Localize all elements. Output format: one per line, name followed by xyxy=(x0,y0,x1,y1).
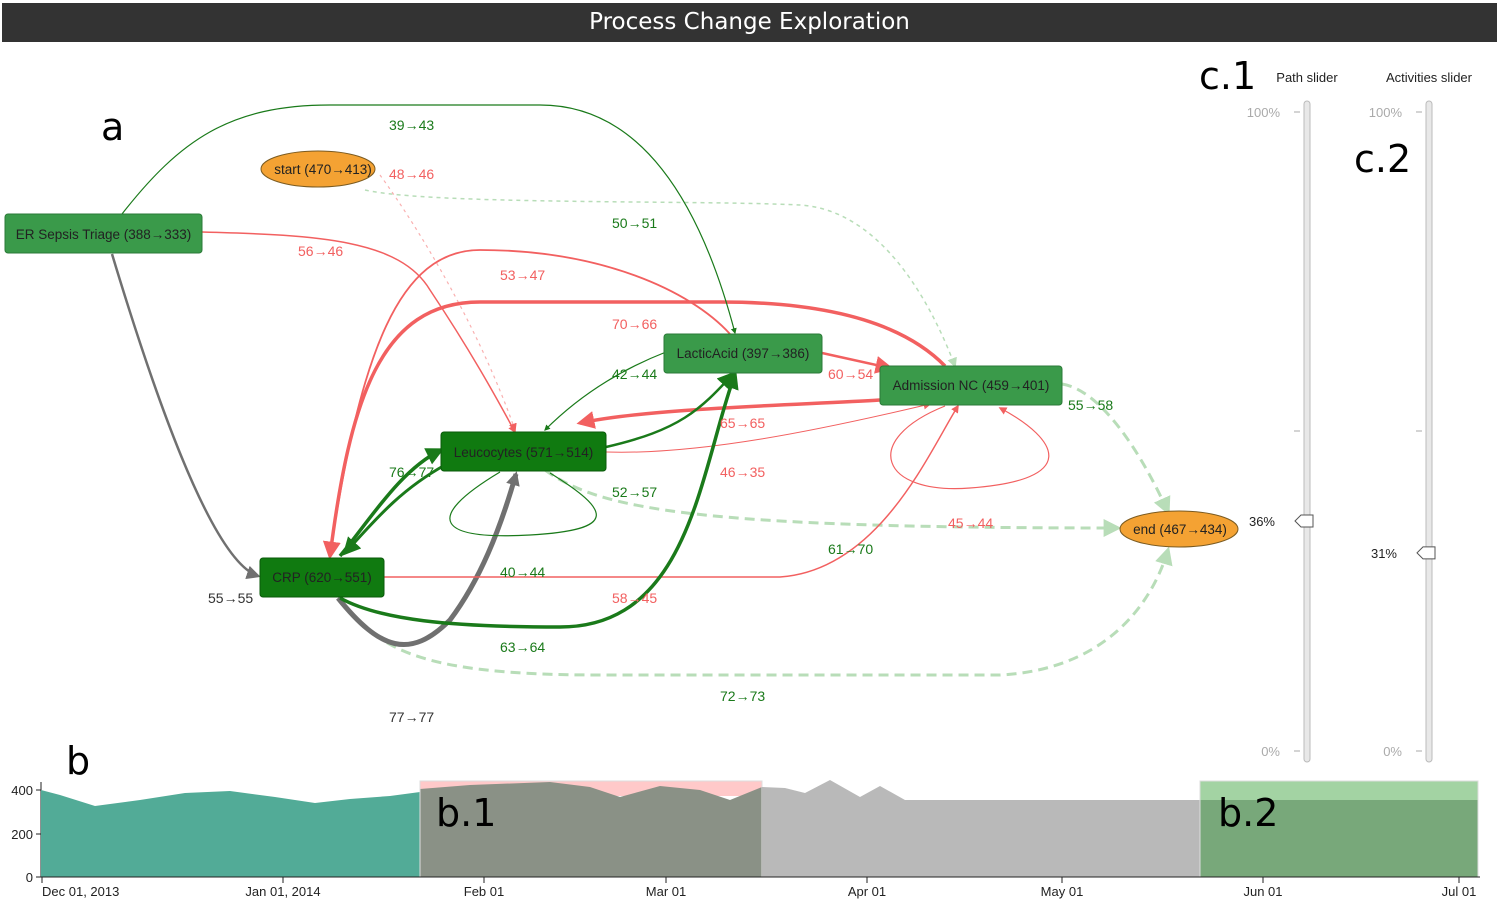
activities-slider-value: 31% xyxy=(1371,546,1397,561)
node-label: ER Sepsis Triage (388→333) xyxy=(16,227,192,242)
edge-labels: 39→43 48→46 50→51 56→46 53→47 70→66 42→4… xyxy=(208,117,1113,725)
timeline-x-tick: Jul 01 xyxy=(1442,884,1477,899)
path-slider[interactable]: Path slider 100% 0% 36% xyxy=(1247,70,1339,763)
activities-slider-max: 100% xyxy=(1369,105,1403,120)
edge-label: 76→77 xyxy=(389,464,434,480)
edge-admission-end[interactable] xyxy=(1061,382,1171,516)
edge-start-admission[interactable] xyxy=(364,189,957,368)
node-admission-nc[interactable]: Admission NC (459→401) xyxy=(879,365,1063,406)
edge-admission-self[interactable] xyxy=(890,405,1050,490)
timeline-x-tick: Dec 01, 2013 xyxy=(42,884,119,899)
edge-label: 50→51 xyxy=(612,215,657,231)
node-label: LacticAcid (397→386) xyxy=(677,346,810,361)
edge-leucocytes-self[interactable] xyxy=(449,471,597,537)
panel-label-b: b xyxy=(66,739,90,783)
edge-label: 63→64 xyxy=(500,639,545,655)
edge-label: 53→47 xyxy=(500,267,545,283)
activities-slider-track[interactable] xyxy=(1425,100,1433,763)
panel-label-c2: c.2 xyxy=(1354,137,1411,181)
edge-label: 61→70 xyxy=(828,541,873,557)
edge-leucocytes-crp[interactable] xyxy=(342,463,446,556)
app-title: Process Change Exploration xyxy=(2,3,1497,42)
node-start[interactable]: start (470→413) xyxy=(260,150,376,188)
activities-slider[interactable]: Activities slider 100% 0% 31% xyxy=(1369,70,1473,763)
node-label: CRP (620→551) xyxy=(272,570,372,585)
timeline-y-tick: 400 xyxy=(11,783,33,798)
timeline-area-teal xyxy=(41,790,420,877)
edge-label: 40→44 xyxy=(500,564,545,580)
node-leucocytes[interactable]: Leucocytes (571→514) xyxy=(440,431,607,472)
node-er-sepsis-triage[interactable]: ER Sepsis Triage (388→333) xyxy=(4,213,203,254)
node-label: end (467→434) xyxy=(1133,522,1227,537)
timeline-area-b1[interactable] xyxy=(420,782,762,877)
timeline-area-b2[interactable] xyxy=(1200,800,1478,877)
timeline-y-tick: 200 xyxy=(11,827,33,842)
edge-crp-end[interactable] xyxy=(338,546,1173,677)
timeline-x-tick: Feb 01 xyxy=(464,884,504,899)
timeline-x-tick: May 01 xyxy=(1041,884,1084,899)
timeline-x-ticks: Dec 01, 2013 Jan 01, 2014 Feb 01 Mar 01 Apr … xyxy=(41,877,1477,899)
edge-crp-leucocytes[interactable] xyxy=(336,471,520,647)
path-slider-max: 100% xyxy=(1247,105,1281,120)
edge-start-leucocytes[interactable] xyxy=(379,174,517,432)
edge-er-lactic[interactable] xyxy=(121,104,737,335)
timeline-x-tick: Mar 01 xyxy=(646,884,686,899)
path-slider-value: 36% xyxy=(1249,514,1275,529)
timeline-x-tick: Apr 01 xyxy=(848,884,886,899)
edge-label: 55→55 xyxy=(208,590,253,606)
edge-label: 55→58 xyxy=(1068,397,1113,413)
edge-lactic-leucocytes[interactable] xyxy=(544,351,667,431)
edge-crp-lactic[interactable] xyxy=(339,370,739,629)
path-slider-title: Path slider xyxy=(1276,70,1338,85)
edge-label: 60→54 xyxy=(828,366,873,382)
edge-leucocytes-end[interactable] xyxy=(544,468,1122,537)
edge-label: 56→46 xyxy=(298,243,343,259)
edge-label: 77→77 xyxy=(389,709,434,725)
timeline-selection-b2-band xyxy=(1200,781,1478,800)
edge-label: 42→44 xyxy=(612,366,657,382)
path-slider-handle[interactable] xyxy=(1294,514,1314,528)
activities-slider-handle[interactable] xyxy=(1416,546,1436,560)
node-crp[interactable]: CRP (620→551) xyxy=(259,557,385,598)
activities-slider-min: 0% xyxy=(1383,744,1402,759)
edge-label: 70→66 xyxy=(612,316,657,332)
edge-leucocytes-admission[interactable] xyxy=(605,401,932,453)
node-label: start (470→413) xyxy=(274,162,372,177)
edges xyxy=(110,104,1173,677)
path-slider-min: 0% xyxy=(1261,744,1280,759)
node-label: Leucocytes (571→514) xyxy=(454,445,594,460)
panel-label-b1: b.1 xyxy=(436,791,496,835)
activities-slider-title: Activities slider xyxy=(1386,70,1473,85)
timeline-y-tick: 0 xyxy=(26,870,33,885)
panel-label-c1: c.1 xyxy=(1199,54,1256,98)
timeline-x-tick: Jan 01, 2014 xyxy=(245,884,320,899)
edge-label: 39→43 xyxy=(389,117,434,133)
node-lactic-acid[interactable]: LacticAcid (397→386) xyxy=(663,333,823,374)
edge-er-crp[interactable] xyxy=(110,253,261,580)
edge-label: 52→57 xyxy=(612,484,657,500)
panel-label-b2: b.2 xyxy=(1218,791,1278,835)
path-slider-track[interactable] xyxy=(1303,100,1311,763)
edge-admission-leucocytes[interactable] xyxy=(576,398,881,429)
node-end[interactable]: end (467→434) xyxy=(1119,510,1239,548)
timeline-x-tick: Jun 01 xyxy=(1243,884,1282,899)
edge-crp-admission[interactable] xyxy=(384,404,959,578)
edge-admission-crp[interactable] xyxy=(322,300,947,560)
edge-er-leucocytes[interactable] xyxy=(201,231,516,434)
edge-label: 45→44 xyxy=(948,515,993,531)
edge-label: 48→46 xyxy=(389,166,434,182)
node-label: Admission NC (459→401) xyxy=(893,378,1050,393)
panel-label-a: a xyxy=(101,105,124,149)
timeline-area-grey xyxy=(762,780,1200,877)
edge-label: 65→65 xyxy=(720,415,765,431)
edge-label: 58→45 xyxy=(612,590,657,606)
edge-label: 46→35 xyxy=(720,464,765,480)
edge-lactic-admission[interactable] xyxy=(821,351,894,374)
timeline[interactable]: 400 200 0 b.1 b.2 Dec 01, 2013 Jan 01, 20… xyxy=(11,780,1480,899)
edge-label: 72→73 xyxy=(720,688,765,704)
